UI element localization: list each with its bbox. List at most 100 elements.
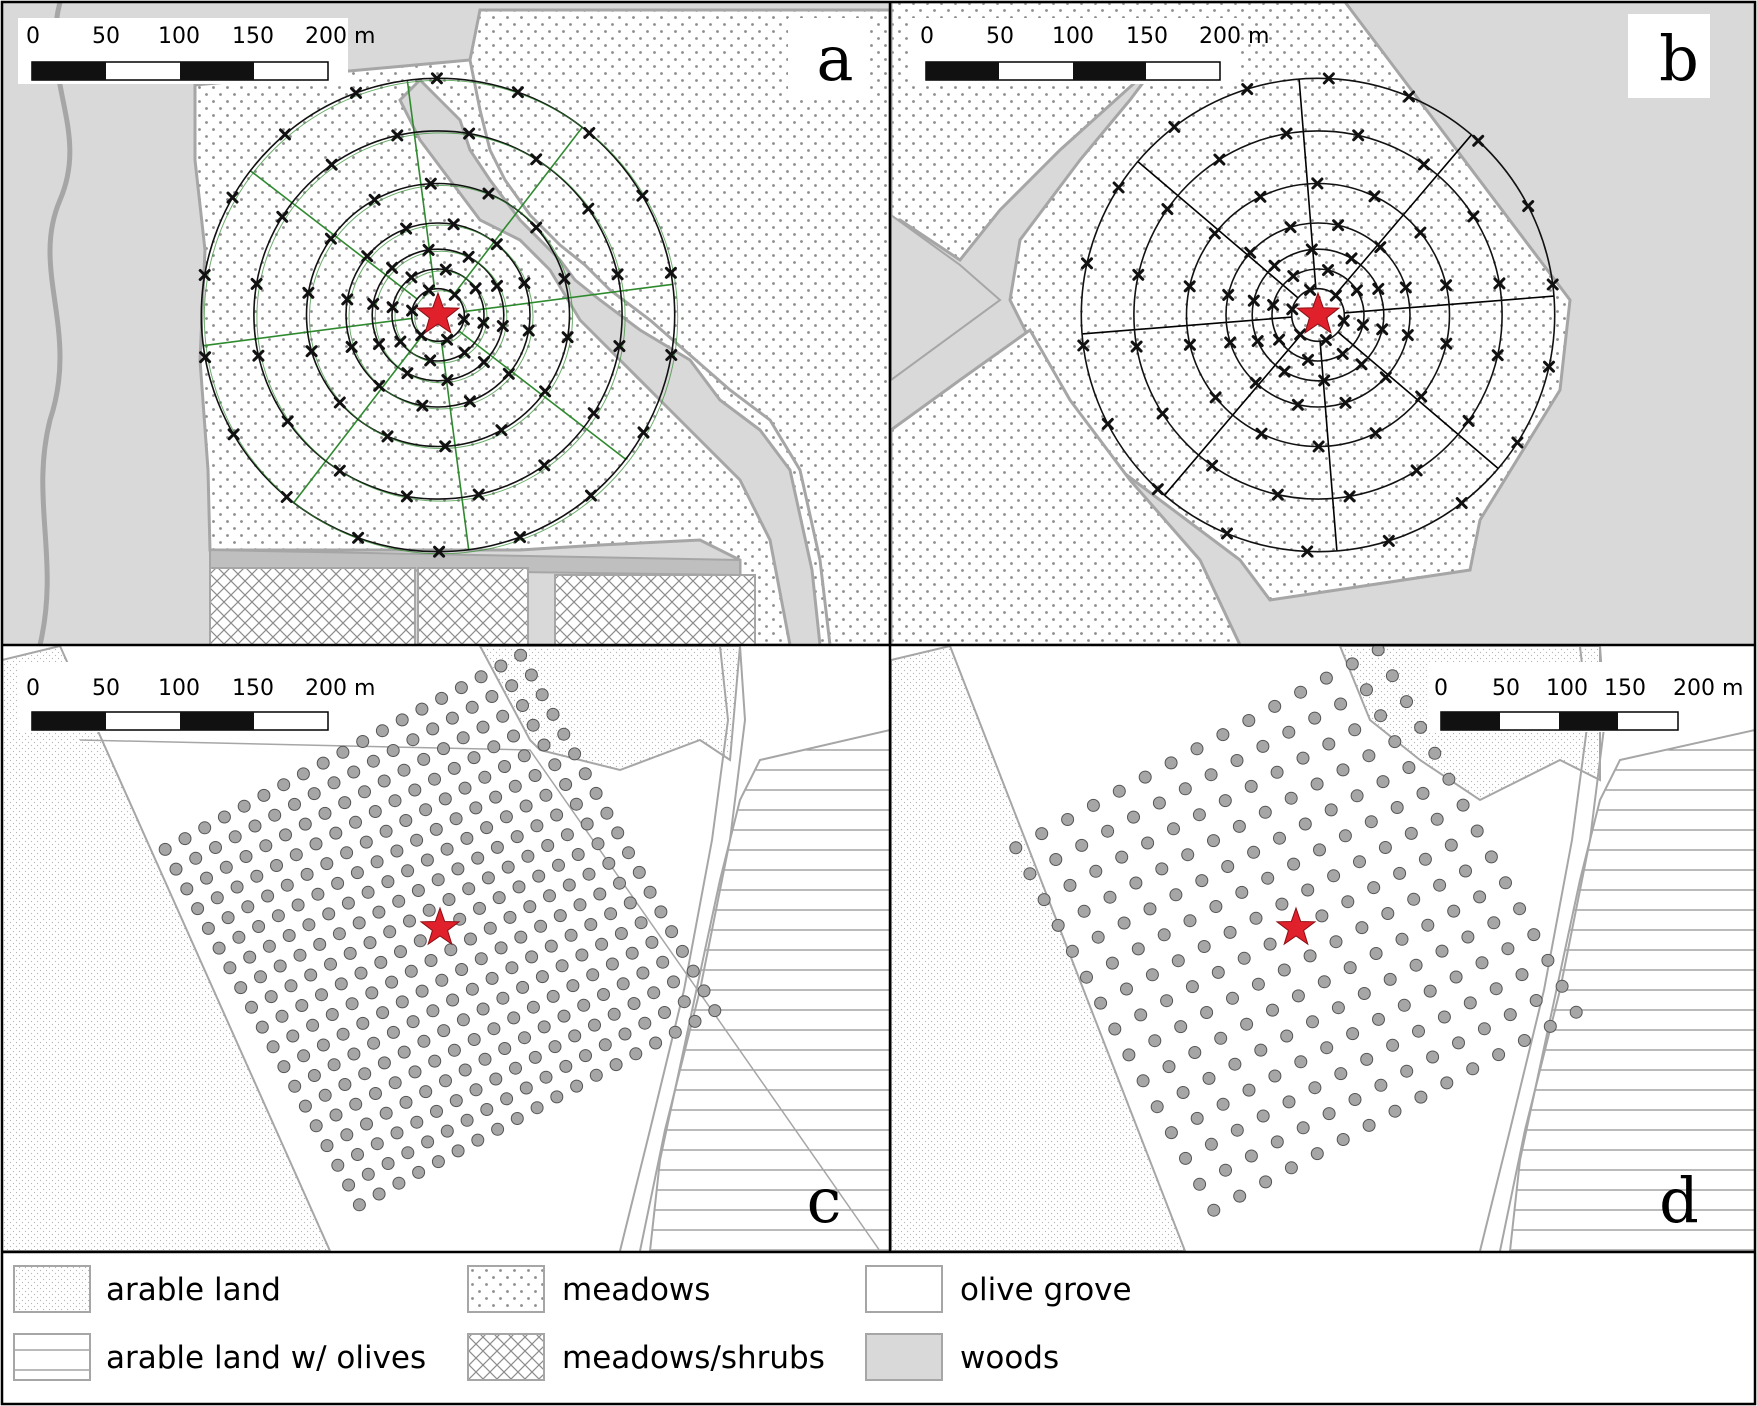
sampling-point-cross [1352,129,1365,142]
sampling-point [1190,742,1204,756]
sampling-ring-offset [394,270,488,364]
sampling-point [474,952,488,966]
sampling-point [464,932,477,946]
sampling-point [1381,907,1395,920]
sampling-point [559,1059,573,1073]
sampling-point-cross [1130,340,1143,353]
sampling-point [415,702,429,716]
sampling-point-cross [1208,227,1221,240]
sampling-point [519,799,533,813]
sampling-point-cross [281,415,294,428]
scale-tick-label: 100 [1052,24,1094,49]
sampling-point [627,997,641,1010]
legend-item-arable-olives: arable land w/ olives [13,1333,426,1381]
sampling-point [616,977,630,991]
sampling-point-cross [1161,203,1174,216]
sampling-point-cross [558,272,571,285]
sampling-point [544,939,558,953]
centre-star [419,906,461,946]
panel-a [2,2,890,645]
sampling-point [1346,1027,1360,1041]
scale-tick-label: 50 [1492,676,1520,701]
sampling-point [241,900,255,914]
sampling-point [1143,902,1157,916]
sampling-point [1091,930,1105,944]
sampling-point-cross [276,210,289,223]
sampling-point [1103,890,1117,904]
sampling-point [1150,1100,1164,1114]
panel-letter-d: d [1659,1164,1699,1237]
sampling-point-cross [430,72,443,85]
sampling-point-cross [352,531,365,544]
sampling-point [286,1029,300,1043]
legend-item-meadows: meadows [467,1265,710,1313]
sampling-point [1426,1050,1440,1064]
sampling-point-cross [477,356,490,369]
sampling-point [282,929,296,942]
sampling-point [1063,878,1077,892]
sampling-point [1331,1001,1345,1015]
sampling-design-d [1009,646,1583,1217]
sampling-point-cross [1440,337,1453,350]
sampling-point [257,788,271,802]
sampling-point-cross [1312,440,1325,453]
sampling-point [320,1139,334,1153]
sampling-point [368,805,382,818]
sampling-point [638,1016,652,1030]
sampling-point-cross [1379,371,1392,384]
sampling-point [254,970,267,984]
sampling-point [589,786,603,800]
sampling-point-cross [367,297,380,310]
sampling-point [1197,940,1211,953]
scale-tick-label: 0 [26,676,40,701]
sampling-point [439,1074,452,1088]
sampling-point [1357,987,1371,1000]
sampling-point-cross [463,127,476,140]
sampling-point [291,898,305,912]
sampling-point [1327,869,1341,883]
sampling-point-cross [1332,219,1345,232]
sampling-point [1145,968,1159,982]
sampling-point [367,1036,381,1050]
sampling-point [625,946,639,960]
sampling-point [455,963,469,976]
sampling-point [1555,979,1569,993]
sampling-point [458,1063,472,1077]
sampling-point-cross [433,545,446,558]
sampling-point [1228,1057,1242,1071]
sampling-point [1320,1041,1334,1055]
sampling-point-cross [664,266,677,279]
sampling-point [297,1049,311,1063]
sampling-point-cross [1209,391,1222,404]
sampling-point [686,964,700,978]
sampling-point [1369,947,1383,960]
sampling-point [277,778,291,792]
sampling-point [480,821,494,835]
sampling-point [381,875,395,889]
sampling-point [1388,1104,1402,1118]
sampling-point [325,1008,339,1021]
sampling-point [223,961,237,975]
sampling-point-cross [539,385,552,398]
parcel-line [619,646,730,1251]
sampling-point-cross [587,407,600,420]
sampling-point [1164,756,1178,770]
sampling-point [388,1076,402,1090]
sampling-point-cross [199,351,212,364]
sampling-point [539,1070,553,1084]
sampling-point [597,988,610,1001]
sampling-point-cross [1322,72,1335,85]
sampling-point [1362,1118,1376,1132]
sampling-point-cross [386,261,399,274]
sampling-point [169,862,183,876]
sampling-point-cross [1251,335,1264,348]
sampling-point [428,772,441,786]
sampling-point [264,990,278,1004]
sampling-point-cross [416,399,429,412]
sampling-point-cross [1356,319,1369,331]
sampling-point-cross [1337,314,1350,327]
sampling-point [1273,831,1286,845]
sampling-point [332,927,346,941]
sampling-ring [1225,222,1411,408]
sampling-point [449,1094,463,1108]
